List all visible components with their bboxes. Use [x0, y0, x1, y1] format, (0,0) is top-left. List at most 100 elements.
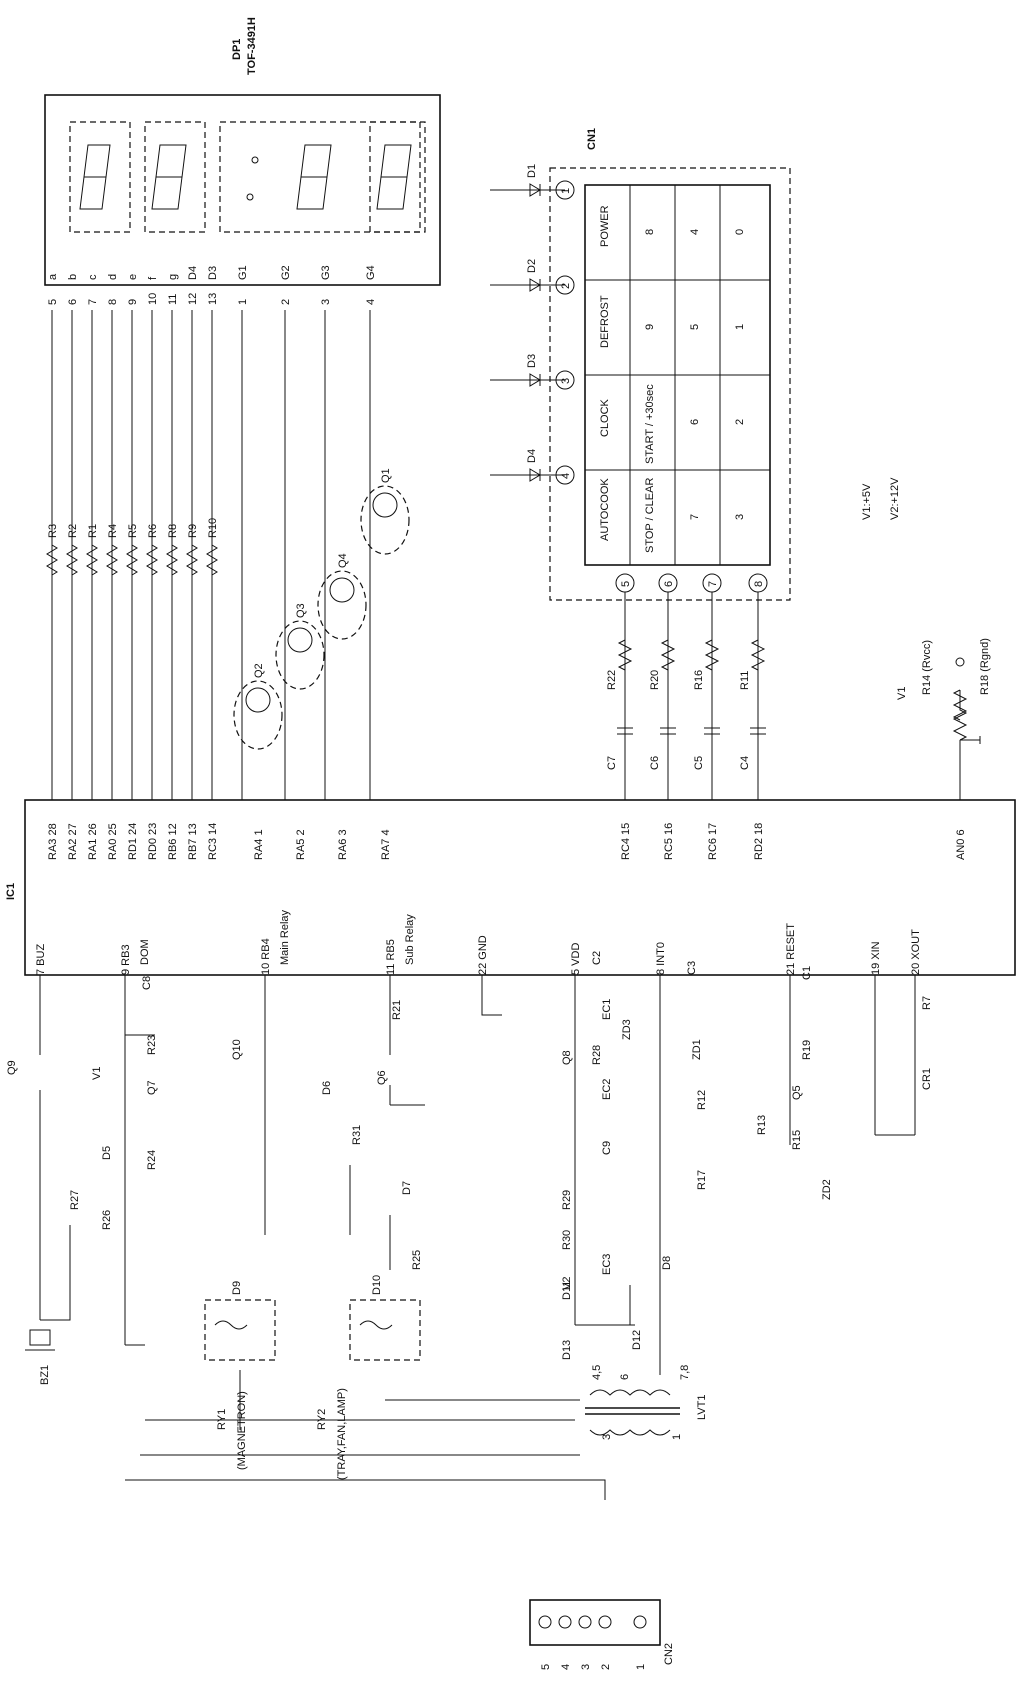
- ic-pin-rb7: RB7 13: [187, 823, 199, 860]
- connector-pin: [633, 1615, 647, 1629]
- key-defrost: DEFROST: [599, 295, 611, 348]
- cap-label-C7: C7: [606, 756, 618, 770]
- resistor-label-R5: R5: [127, 524, 139, 538]
- row-number-4: 4: [560, 473, 572, 479]
- component-label-r25: R25: [411, 1250, 423, 1270]
- row-node: [555, 370, 575, 390]
- transistor-label-Q3: Q3: [295, 603, 307, 618]
- buzzer-bz1: BZ1: [25, 1329, 55, 1385]
- resistor-symbol: [106, 544, 118, 576]
- component-label-v1: V1: [91, 1067, 103, 1080]
- an0-r2: R18 (Rgnd): [979, 638, 991, 695]
- cap-symbol: [750, 727, 766, 735]
- component-label-d8: D8: [661, 1256, 673, 1270]
- connector-pin-label-2: 2: [600, 1664, 612, 1670]
- segment-pin-G3: 3: [320, 299, 332, 305]
- ic-pin-rd1: RD1 24: [127, 823, 139, 860]
- pulldown-label-R22: R22: [606, 670, 618, 690]
- component-label-q5: Q5: [791, 1085, 803, 1100]
- component-label-d7: D7: [401, 1181, 413, 1195]
- component-label-r19: R19: [801, 1040, 813, 1060]
- column-number-5: 5: [620, 581, 632, 587]
- component-label-q8: Q8: [561, 1050, 573, 1065]
- ic-pin-sublabel: Sub Relay: [404, 914, 416, 965]
- key-0: 0: [734, 229, 746, 235]
- transformer-pin-label: 7,8: [679, 1365, 691, 1380]
- cap-label-C5: C5: [693, 756, 705, 770]
- key-power: POWER: [599, 205, 611, 247]
- ic-pin-rc3: RC3 14: [207, 823, 219, 860]
- ic-pin-rb3: 9 RB3: [120, 944, 132, 975]
- connector-pin-label-4: 4: [560, 1664, 572, 1670]
- ic1-body: [24, 799, 1016, 976]
- transformer-pin-label: 4,5: [591, 1365, 603, 1380]
- resistor-symbol: [66, 544, 78, 576]
- segment-pin-G4: 4: [365, 299, 377, 305]
- ic-pin-ra4: RA4 1: [253, 829, 265, 860]
- component-label-r27: R27: [69, 1190, 81, 1210]
- component-label-v2: V2: [561, 1277, 573, 1290]
- cap-label-C4: C4: [739, 756, 751, 770]
- component-label-d9: D9: [231, 1281, 243, 1295]
- cap-symbol: [617, 727, 633, 735]
- ic-pin-rc6: RC6 17: [707, 823, 719, 860]
- segment-label-a: a: [47, 273, 59, 280]
- resistor-label-R9: R9: [187, 524, 199, 538]
- segment-pin-f: 10: [147, 293, 159, 305]
- resistor-label-R3: R3: [47, 524, 59, 538]
- ic-pin-rb4: 10 RB4: [260, 938, 272, 975]
- transistor-label-Q2: Q2: [253, 663, 265, 678]
- transistor-outline: [275, 620, 325, 690]
- display-part: TOF-3491H: [246, 17, 258, 75]
- keypad-cn1: CN1: [549, 128, 791, 601]
- component-label-q7: Q7: [146, 1080, 158, 1095]
- key-6: 6: [689, 419, 701, 425]
- transistor-outline: [233, 680, 283, 750]
- relay-ry1: RY1 (MAGNETRON): [204, 1299, 276, 1470]
- component-label-c3: C3: [686, 961, 698, 975]
- diode-label-D4: D4: [526, 449, 538, 463]
- component-label-r12: R12: [696, 1090, 708, 1110]
- segment-pin-g: 11: [167, 294, 179, 305]
- component-label-zd2: ZD2: [821, 1179, 833, 1200]
- supply-v1: V1:+5V: [861, 483, 873, 520]
- ic-pin-vdd: 5 VDD: [570, 943, 582, 975]
- transistor-outline: [317, 570, 367, 640]
- cap-symbol: [660, 727, 676, 735]
- resistor-label-R2: R2: [67, 524, 79, 538]
- row-node: [555, 180, 575, 200]
- transistor-symbol: [329, 577, 355, 603]
- ic-pin-ra6: RA6 3: [337, 829, 349, 860]
- component-label-r23: R23: [146, 1035, 158, 1055]
- ic-pin-rd0: RD0 23: [147, 823, 159, 860]
- resistor-label-R6: R6: [147, 524, 159, 538]
- ic-pin-sublabel: DOM: [139, 939, 151, 965]
- pulldown-label-R16: R16: [693, 670, 705, 690]
- segment-pin-D3: 13: [207, 293, 219, 305]
- resistor-label-R8: R8: [167, 524, 179, 538]
- key-stop-clear: STOP / CLEAR: [644, 478, 656, 553]
- ic-pin-ra2: RA2 27: [67, 823, 79, 860]
- diode-symbol: [529, 278, 541, 292]
- diode-label-D1: D1: [526, 164, 538, 178]
- resistor-symbol: [166, 544, 178, 576]
- key-1: 1: [734, 324, 746, 330]
- component-label-r15: R15: [791, 1130, 803, 1150]
- segment-pin-c: 7: [87, 299, 99, 305]
- component-label-q10: Q10: [231, 1039, 243, 1060]
- row-node: [555, 275, 575, 295]
- diode-symbol: [529, 373, 541, 387]
- segment-pin-e: 9: [127, 299, 139, 305]
- transformer-label: LVT1: [696, 1395, 708, 1420]
- segment-label-d: d: [107, 274, 119, 280]
- ic-pin-xin: 19 XIN: [870, 941, 882, 975]
- component-label-r24: R24: [146, 1150, 158, 1170]
- pulldown-symbol: [704, 639, 720, 671]
- pulldown-label-R20: R20: [649, 670, 661, 690]
